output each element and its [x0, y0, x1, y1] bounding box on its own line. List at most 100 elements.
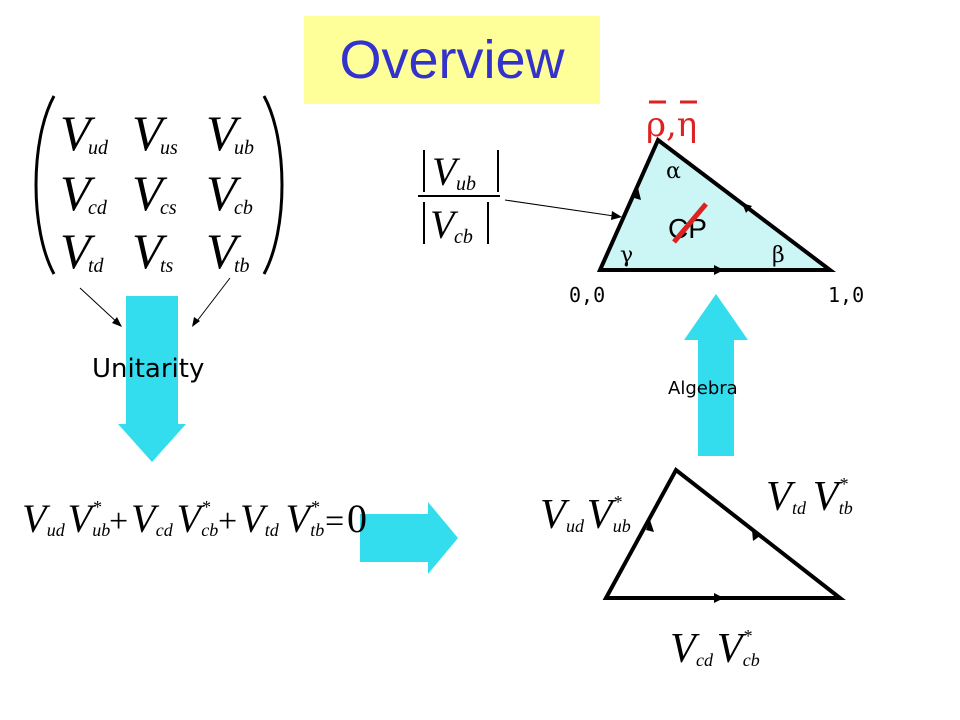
side-label-sub1: ud: [566, 516, 585, 536]
equation-term-star: *: [310, 497, 319, 517]
equation-plus: +: [218, 503, 237, 540]
equation-term-sub1: td: [265, 520, 280, 540]
equation-term-sub1: cd: [156, 520, 174, 540]
matrix-cell: Vts: [132, 223, 174, 279]
matrix-cell-v: V: [132, 105, 168, 161]
lower-arrow-right: [752, 530, 760, 541]
side-label-sub2: tb: [839, 498, 853, 518]
right-arrow: [360, 502, 458, 574]
side-label-star: *: [743, 626, 752, 646]
side-label-sub2: cb: [743, 650, 760, 670]
matrix-cell-v: V: [206, 165, 242, 221]
side-label-v1: V: [670, 626, 700, 672]
side-label-star: *: [839, 474, 848, 494]
matrix-cell-sub: tb: [234, 255, 250, 277]
equation-rhs: 0: [347, 496, 367, 541]
equation-term-sub2: ub: [92, 520, 110, 540]
equation-term-v1: V: [131, 496, 160, 541]
matrix-cell-sub: ub: [234, 137, 254, 159]
matrix-left-paren: [34, 95, 56, 275]
triangle-arrow-right: [742, 203, 752, 213]
matrix-cell-v: V: [206, 223, 242, 279]
matrix-cell-sub: cd: [88, 197, 108, 219]
side-label-v1: V: [766, 474, 796, 520]
matrix-cell-sub: cb: [234, 197, 253, 219]
alpha-label: α: [666, 159, 681, 184]
rho-eta-label: ρ,η: [646, 105, 697, 145]
matrix-cell-sub: ud: [88, 137, 109, 159]
ratio-fraction: V ub V cb: [418, 149, 500, 248]
matrix-cell: Vus: [132, 105, 178, 161]
ratio-num-v: V: [432, 149, 461, 194]
triangle-arrow-bottom: [714, 265, 724, 275]
matrix-cell: Vtd: [60, 223, 105, 279]
unit-label: 1,0: [828, 283, 864, 307]
unitarity-triangle: ρ,η α β γ CP 0,0 1,0: [569, 100, 864, 307]
side-label-star: *: [613, 492, 622, 512]
matrix-cell-sub: us: [160, 137, 178, 159]
unitarity-label: Unitarity: [92, 354, 205, 384]
matrix-cell: Vcb: [206, 165, 253, 221]
matrix-cell-sub: td: [88, 255, 105, 277]
equation-term-v2: V: [68, 496, 97, 541]
side-label-v2: V: [717, 626, 747, 672]
origin-label: 0,0: [569, 283, 605, 307]
side-label-sub1: cd: [696, 650, 714, 670]
equation-term-v2: V: [286, 496, 315, 541]
title-box: [304, 16, 600, 104]
matrix-arrow-right-head: [192, 317, 200, 327]
equation-term-v2: V: [177, 496, 206, 541]
equation-term-star: *: [92, 497, 101, 517]
side-label-v2: V: [587, 492, 617, 538]
equation-term-v1: V: [22, 496, 51, 541]
equation-term-sub2: tb: [310, 520, 324, 540]
matrix-arrow-left-head: [112, 317, 122, 327]
matrix-cell-v: V: [206, 105, 242, 161]
gamma-label: γ: [620, 243, 633, 268]
side-label-v1: V: [540, 492, 570, 538]
lower-triangle-shape: [602, 466, 846, 600]
side-label-sub2: ub: [613, 516, 631, 536]
equation-term-sub2: cb: [201, 520, 218, 540]
matrix-arrow-left: [79, 287, 121, 326]
side-label-sub1: td: [792, 498, 807, 518]
equation-plus: +: [109, 503, 128, 540]
equation-term-v1: V: [240, 496, 269, 541]
lower-arrow-left: [646, 520, 654, 532]
ratio-num-sub: ub: [456, 173, 476, 195]
matrix-cell-sub: cs: [160, 197, 177, 219]
cp-slash: [672, 202, 708, 244]
matrix-cell-sub: ts: [160, 255, 174, 277]
algebra-arrow: [684, 294, 748, 456]
equation-term-star: *: [201, 497, 210, 517]
matrix-right-paren: [262, 95, 284, 275]
equation-equals: =: [325, 503, 344, 540]
matrix-cell: Vcd: [60, 165, 108, 221]
matrix-cell: Vub: [206, 105, 254, 161]
triangle-fill: [596, 136, 836, 272]
ratio-den-v: V: [430, 202, 459, 247]
matrix-cell: Vtb: [206, 223, 250, 279]
side-label-v2: V: [813, 474, 843, 520]
lower-arrow-bottom: [714, 593, 724, 603]
matrix-cell: Vud: [60, 105, 109, 161]
unitarity-arrow: [118, 296, 186, 462]
matrix-cell-v: V: [60, 223, 96, 279]
matrix-cell-v: V: [60, 105, 96, 161]
triangle-arrow-left: [631, 188, 641, 200]
beta-label: β: [772, 243, 785, 268]
ratio-arrow: [504, 199, 615, 217]
matrix-cell-v: V: [132, 165, 168, 221]
page-title: Overview: [339, 30, 565, 90]
matrix-cell: Vcs: [132, 165, 177, 221]
